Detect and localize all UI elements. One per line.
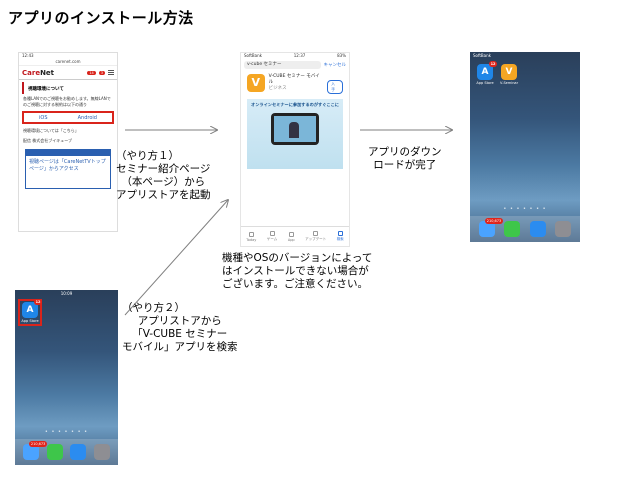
dock: 210,673 [470,216,580,242]
notification-badge: 14 [87,70,96,75]
cancel-button[interactable]: キャンセル [323,63,347,68]
status-time: 12:43 [22,53,34,58]
status-bar: SoftBank [473,53,491,58]
carenet-header: CareNet 14 3 [19,66,117,80]
search-result-item[interactable]: V V-CUBE セミナー モバイル ビジネス 入手 [241,71,349,97]
status-bar: 10:09 [60,291,73,296]
settings-icon[interactable] [94,444,111,460]
mail-icon[interactable]: 210,673 [22,441,47,460]
tab-updates[interactable]: アップデート [305,231,326,242]
tab-games[interactable]: ゲーム [267,231,277,242]
app-promo-image: オンラインセミナーに参加するのがすぐここに [247,99,343,169]
carenet-logo: CareNet [22,68,55,77]
search-input[interactable]: v-cube セミナー [244,61,321,69]
get-button[interactable]: 入手 [327,80,343,94]
settings-icon[interactable] [555,221,572,237]
dock: 210,673 [15,439,118,465]
arrow-shot4-to-shot2 [124,200,228,316]
carenet-page-screenshot: 12:43 carenet.com CareNet 14 3 視聴環境について … [18,52,118,232]
method2-caption: （やり方２） アプリストアから 「V-CUBE セミナー モバイル」アプリを検索 [122,302,238,353]
url-bar: carenet.com [19,59,117,66]
method1-caption: （やり方１） セミナー紹介ページ （本ページ）から アプリストアを起動 [116,150,211,201]
status-bar: SoftBank 12:37 83% [244,53,346,58]
download-complete-caption: アプリのダウン ロードが完了 [368,146,442,171]
os-links-highlight: iOS Android [22,111,114,124]
v-seminar-app-icon[interactable]: V V-Seminar [500,64,518,85]
appstore-search-screenshot: SoftBank 12:37 83% v-cube セミナー キャンセル V V… [240,52,350,247]
page-indicator: • • • • • • • [44,429,89,435]
mail-icon[interactable]: 210,673 [478,218,503,237]
android-link[interactable]: Android [77,114,97,121]
page-title: アプリのインストール方法 [8,9,194,27]
cart-badge: 3 [98,70,105,75]
tab-today[interactable]: Today [246,231,256,242]
v-cube-app-icon: V [247,74,265,92]
tab-search[interactable]: 検索 [337,231,344,242]
section-title: 視聴環境について [22,82,114,94]
menu-icon[interactable] [108,70,114,75]
compatibility-note: 機種やOSのバージョンによって はインストールできない場合が ございます。ご注意… [222,252,373,290]
page-indicator: • • • • • • • [503,206,547,212]
check-text: 視聴環境については「こちら」 [23,128,79,133]
status-bar: 12:43 [19,53,117,59]
phone-icon[interactable] [46,444,63,460]
contact-text: 配信 株式会社ブイキューブ [23,137,73,143]
app-category: ビジネス [268,86,287,91]
presenter-icon [289,122,299,138]
careneTV-banner[interactable]: 視聴ページは「CareNetTVトップページ」からアクセス [25,149,111,189]
safari-icon[interactable] [529,221,546,237]
app-name: V-CUBE セミナー モバイル [268,74,320,85]
ios-link[interactable]: iOS [39,114,48,121]
phone-icon[interactable] [504,221,521,237]
tab-bar: Today ゲーム App アップデート 検索 [241,226,349,246]
section-text: 各種LANでのご視聴をお勧めします。無線LANでのご視聴に対する制約は以下の通り [23,96,111,107]
safari-icon[interactable] [70,444,87,460]
tab-apps[interactable]: App [288,231,295,242]
